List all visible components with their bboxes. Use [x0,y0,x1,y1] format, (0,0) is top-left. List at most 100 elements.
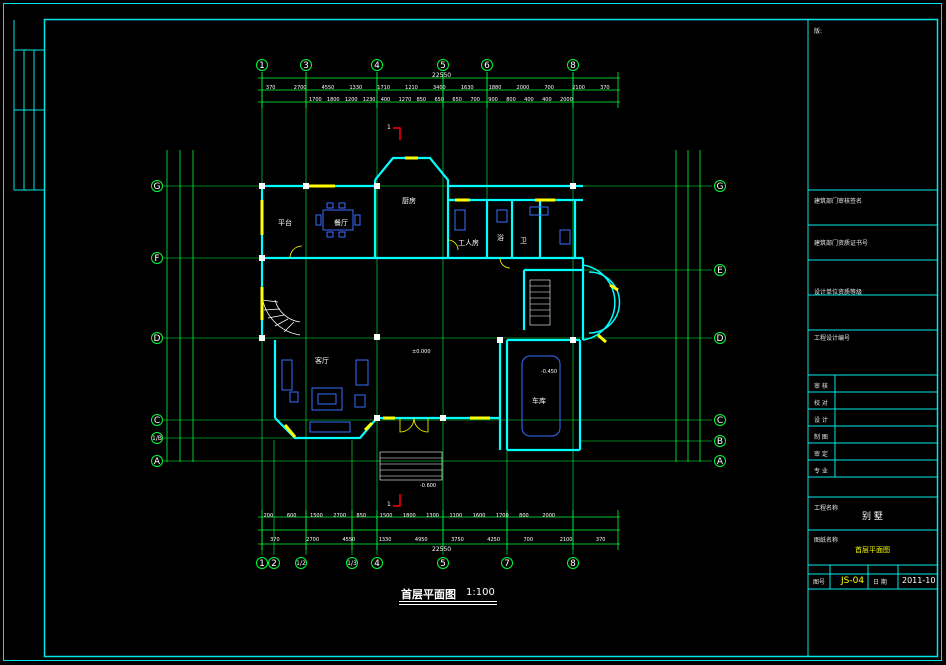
axis-bubble-right: E [714,264,726,276]
axis-bubble-bottom: 1 [256,557,268,569]
axis-bubble-bottom: 1/2 [295,557,307,569]
axis-bubble-top: 1 [256,59,268,71]
dimension-value: 4250 [487,537,501,543]
room-platform: 平台 [278,219,292,227]
dimension-lines [166,72,701,550]
dimension-value: 2700 [293,85,307,91]
title-underline-2 [399,604,497,605]
dimension-value: 1270 [398,97,412,103]
drawing-scale: 1:100 [466,587,495,598]
tb-field: 校 对 [814,400,828,407]
dimension-value: 1800 [326,97,340,103]
dimension-value: 1500 [379,513,393,519]
dim-total-bottom: 22550 [432,546,452,553]
axis-bubble-right: C [714,414,726,426]
dimension-value: 2700 [306,537,320,543]
elevation-garage: -0.450 [541,369,558,375]
tb-project-value: 别 墅 [862,512,883,522]
dimension-value: 850 [356,513,367,519]
tb-date-value: 2011-10 [902,576,936,585]
front-steps [379,451,443,481]
dimension-value: 700 [470,97,480,103]
axis-bubble-right: D [714,332,726,344]
tb-label-top: 版: [814,28,823,35]
dimension-value: 1230 [362,97,376,103]
dimension-value: 1200 [344,97,358,103]
tb-code-label: 图号 [813,579,826,586]
room-toilet: 卫 [520,237,527,245]
dimension-value: 1330 [349,85,363,91]
tb-row-review: 建筑部门审核签名 [814,198,863,205]
room-living: 客厅 [315,357,329,365]
dimension-value: 370 [265,85,276,91]
room-garage: 车库 [532,397,546,405]
title-block [807,20,937,656]
room-dining: 餐厅 [334,219,348,227]
axis-bubble-bottom: 1/3 [346,557,358,569]
dimension-value: 1630 [460,85,474,91]
axis-bubble-right: A [714,455,726,467]
tb-drawing-label: 图纸名称 [814,537,839,544]
axis-bubble-top: 6 [481,59,493,71]
tb-code-value: JS-04 [841,576,865,586]
dimension-value: 1700 [308,97,322,103]
axis-bubble-left: G [151,180,163,192]
axis-bubble-left: C [151,414,163,426]
room-bath: 浴 [497,234,504,242]
dim-total-top: 22550 [432,72,452,79]
binding-strip [13,20,44,191]
tb-field: 设 计 [814,417,828,424]
section-mark-bottom: 1 [387,501,391,508]
dimension-value: 800 [519,513,529,519]
axis-bubble-bottom: 7 [501,557,513,569]
room-servant: 工人房 [458,239,479,247]
dimension-value: 1300 [426,513,439,519]
dimension-value: 4550 [321,85,335,91]
axis-bubble-bottom: 5 [437,557,449,569]
axis-bubble-top: 5 [437,59,449,71]
tb-field: 制 图 [814,434,828,441]
tb-field: 审 定 [814,451,828,458]
elevation-main: ±0.000 [412,349,431,355]
dimension-value: 2000 [516,85,530,91]
dimension-value: 3750 [451,537,464,543]
dimension-value: 1600 [472,513,486,519]
straight-stair [529,279,551,326]
elevation-entry: -0.600 [420,483,437,489]
dimension-value: 1800 [403,513,416,519]
room-kitchen: 厨房 [402,197,416,205]
dimension-value: 700 [544,85,554,91]
dimension-value: 1100 [449,513,463,519]
dimension-value: 600 [286,513,297,519]
dimension-value: 1210 [405,85,418,91]
tb-project-label: 工程名称 [814,505,839,512]
dimension-value: 4950 [414,537,428,543]
dimension-value: 2000 [542,513,556,519]
dimension-value: 2100 [572,85,585,91]
tb-row-number: 工程设计编号 [814,335,851,342]
dimension-value: 1710 [377,85,391,91]
bay-window [582,264,621,341]
furniture [281,202,571,437]
tb-drawing-value: 首层平面图 [855,546,890,554]
axis-bubble-left: A [151,455,163,467]
dimension-value: 700 [523,537,534,543]
dimension-value: 1330 [378,537,392,543]
dimension-value: 850 [416,97,427,103]
axis-bubble-top: 4 [371,59,383,71]
tb-date-label: 日 期 [873,579,887,586]
dimension-value: 400 [542,97,552,103]
axis-bubble-bottom: 8 [567,557,579,569]
dimension-value: 200 [263,513,274,519]
dimension-value: 900 [488,97,498,103]
spiral-stair [261,294,301,336]
doors [289,239,511,433]
section-marks [393,127,401,507]
axis-bubble-right: G [714,180,726,192]
axis-bubble-left: F [151,252,163,264]
dimension-value: 650 [434,97,445,103]
drawing-title: 首层平面图 [401,588,456,601]
dimension-value: 1500 [310,513,323,519]
